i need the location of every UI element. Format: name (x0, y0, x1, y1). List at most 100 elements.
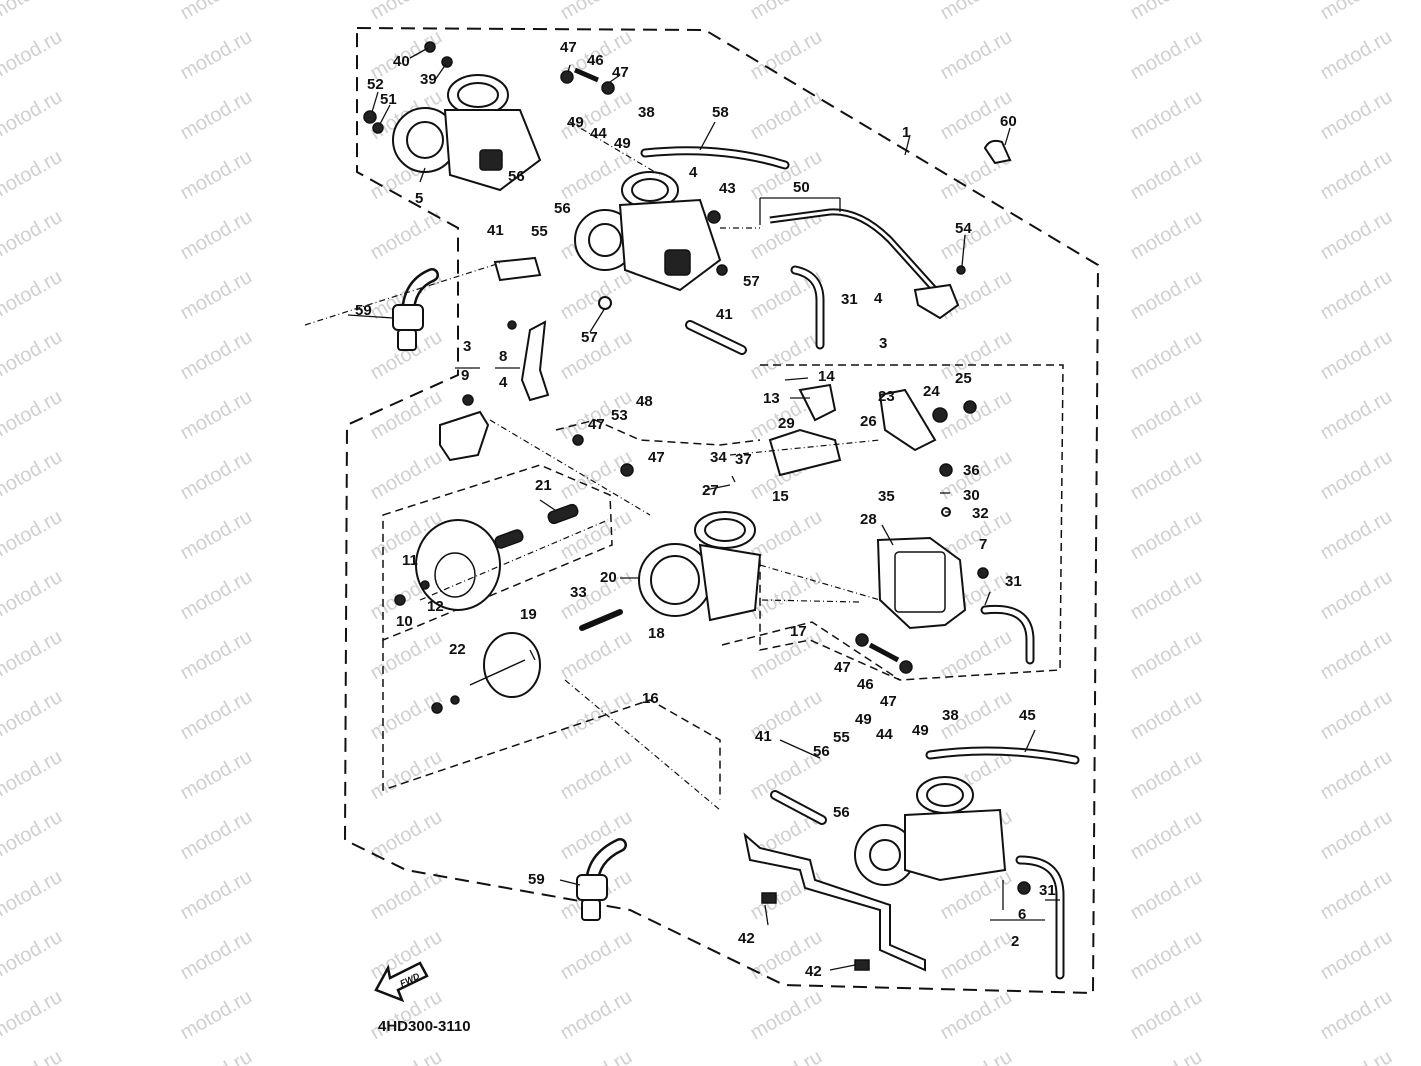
callout-34: 34 (710, 449, 727, 466)
diaphragm-piston (483, 632, 541, 698)
watermark-text: motod.ru (177, 326, 256, 385)
watermark-text: motod.ru (0, 686, 66, 745)
watermark-text: motod.ru (177, 506, 256, 565)
watermark-text: motod.ru (1317, 386, 1396, 445)
watermark-text: motod.ru (1317, 686, 1396, 745)
callout-24: 24 (923, 383, 940, 400)
watermark-text: motod.ru (1317, 86, 1396, 145)
watermark-text: motod.ru (367, 746, 446, 805)
watermark-text: motod.ru (177, 1046, 256, 1066)
callout-46: 46 (857, 676, 874, 693)
watermark-text: motod.ru (0, 86, 66, 145)
callout-42: 42 (805, 963, 822, 980)
watermark-text: motod.ru (1317, 506, 1396, 565)
callout-42: 42 (738, 930, 755, 947)
callout-44: 44 (590, 125, 607, 142)
callout-20: 20 (600, 569, 617, 586)
callout-49: 49 (855, 711, 872, 728)
callout-12: 12 (427, 598, 444, 615)
linkage-bracket (743, 832, 926, 972)
watermark-text: motod.ru (1317, 626, 1396, 685)
callout-60: 60 (1000, 113, 1017, 130)
callout-47: 47 (560, 39, 577, 56)
watermark-text: motod.ru (0, 0, 66, 24)
callout-57: 57 (743, 273, 760, 290)
watermark-text: motod.ru (937, 986, 1016, 1045)
watermark-text: motod.ru (0, 386, 66, 445)
watermark-text: motod.ru (937, 26, 1016, 85)
watermark-text: motod.ru (0, 566, 66, 625)
watermark-text: motod.ru (747, 0, 826, 24)
watermark-text: motod.ru (177, 146, 256, 205)
watermark-text: motod.ru (0, 1046, 66, 1066)
bottom-carb-boundary (721, 621, 901, 681)
watermark-text: motod.ru (367, 686, 446, 745)
watermark-text: motod.ru (177, 686, 256, 745)
callout-15: 15 (772, 488, 789, 505)
leader-lines (347, 47, 1060, 971)
callout-54: 54 (955, 220, 972, 237)
watermark-text: motod.ru (177, 566, 256, 625)
callout-27: 27 (702, 482, 719, 499)
watermark-text: motod.ru (177, 866, 256, 925)
watermark-text: motod.ru (557, 746, 636, 805)
watermark-text: motod.ru (367, 446, 446, 505)
cable-bracket (913, 283, 960, 320)
axis-lines (304, 121, 881, 811)
callout-25: 25 (955, 370, 972, 387)
carburetor-center (638, 511, 762, 622)
callout-29: 29 (778, 415, 795, 432)
callout-4: 4 (499, 374, 508, 391)
watermark-text: motod.ru (557, 926, 636, 985)
callout-49: 49 (912, 722, 929, 739)
callout-36: 36 (963, 462, 980, 479)
callout-55: 55 (833, 729, 850, 746)
callout-59: 59 (528, 871, 545, 888)
watermark-text: motod.ru (1317, 746, 1396, 805)
upper-carb-link-boundary (555, 419, 761, 446)
carburetor-top-left (363, 41, 542, 192)
callout-56: 56 (833, 804, 850, 821)
callout-26: 26 (860, 413, 877, 430)
small-parts (394, 67, 1031, 895)
watermark-text: motod.ru (557, 1046, 636, 1066)
callout-50: 50 (793, 179, 810, 196)
watermark-text: motod.ru (0, 506, 66, 565)
watermark-text: motod.ru (557, 566, 636, 625)
elbow-59-top (392, 268, 439, 351)
watermark-text: motod.ru (1127, 446, 1206, 505)
callout-6: 6 (1018, 906, 1026, 923)
watermark-text: motod.ru (177, 386, 256, 445)
callout-56: 56 (813, 743, 830, 760)
pin-33 (579, 609, 623, 631)
watermark-text: motod.ru (0, 926, 66, 985)
watermark-text: motod.ru (0, 866, 66, 925)
watermark-text: motod.ru (367, 0, 446, 24)
assembly-boundary (343, 26, 1100, 995)
callout-labels: 1 2 3 3 4 4 4 5 6 7 8 9 10 11 12 13 14 1… (355, 39, 1056, 980)
callout-14: 14 (818, 368, 835, 385)
callout-1: 1 (902, 124, 910, 141)
callout-18: 18 (648, 625, 665, 642)
watermark-text: motod.ru (1317, 0, 1396, 24)
watermark-text: motod.ru (177, 206, 256, 265)
watermark-text: motod.ru (937, 0, 1016, 24)
watermark-text: motod.ru (1127, 206, 1206, 265)
watermark-text: motod.ru (1317, 566, 1396, 625)
watermark-text: motod.ru (1127, 86, 1206, 145)
watermark-text: motod.ru (937, 926, 1016, 985)
callout-35: 35 (878, 488, 895, 505)
callout-32: 32 (972, 505, 989, 522)
watermark-text: motod.ru (1317, 986, 1396, 1045)
watermark-text: motod.ru (1317, 1046, 1396, 1066)
watermark-text: motod.ru (1127, 326, 1206, 385)
callout-22: 22 (449, 641, 466, 658)
watermark-text: motod.ru (1127, 146, 1206, 205)
callout-46: 46 (587, 52, 604, 69)
callout-41: 41 (487, 222, 504, 239)
watermark-text: motod.ru (1127, 506, 1206, 565)
watermark-text: motod.ru (177, 806, 256, 865)
watermark-text: motod.ru (1317, 146, 1396, 205)
callout-21: 21 (535, 477, 552, 494)
elbow-59-bottom (576, 838, 627, 921)
